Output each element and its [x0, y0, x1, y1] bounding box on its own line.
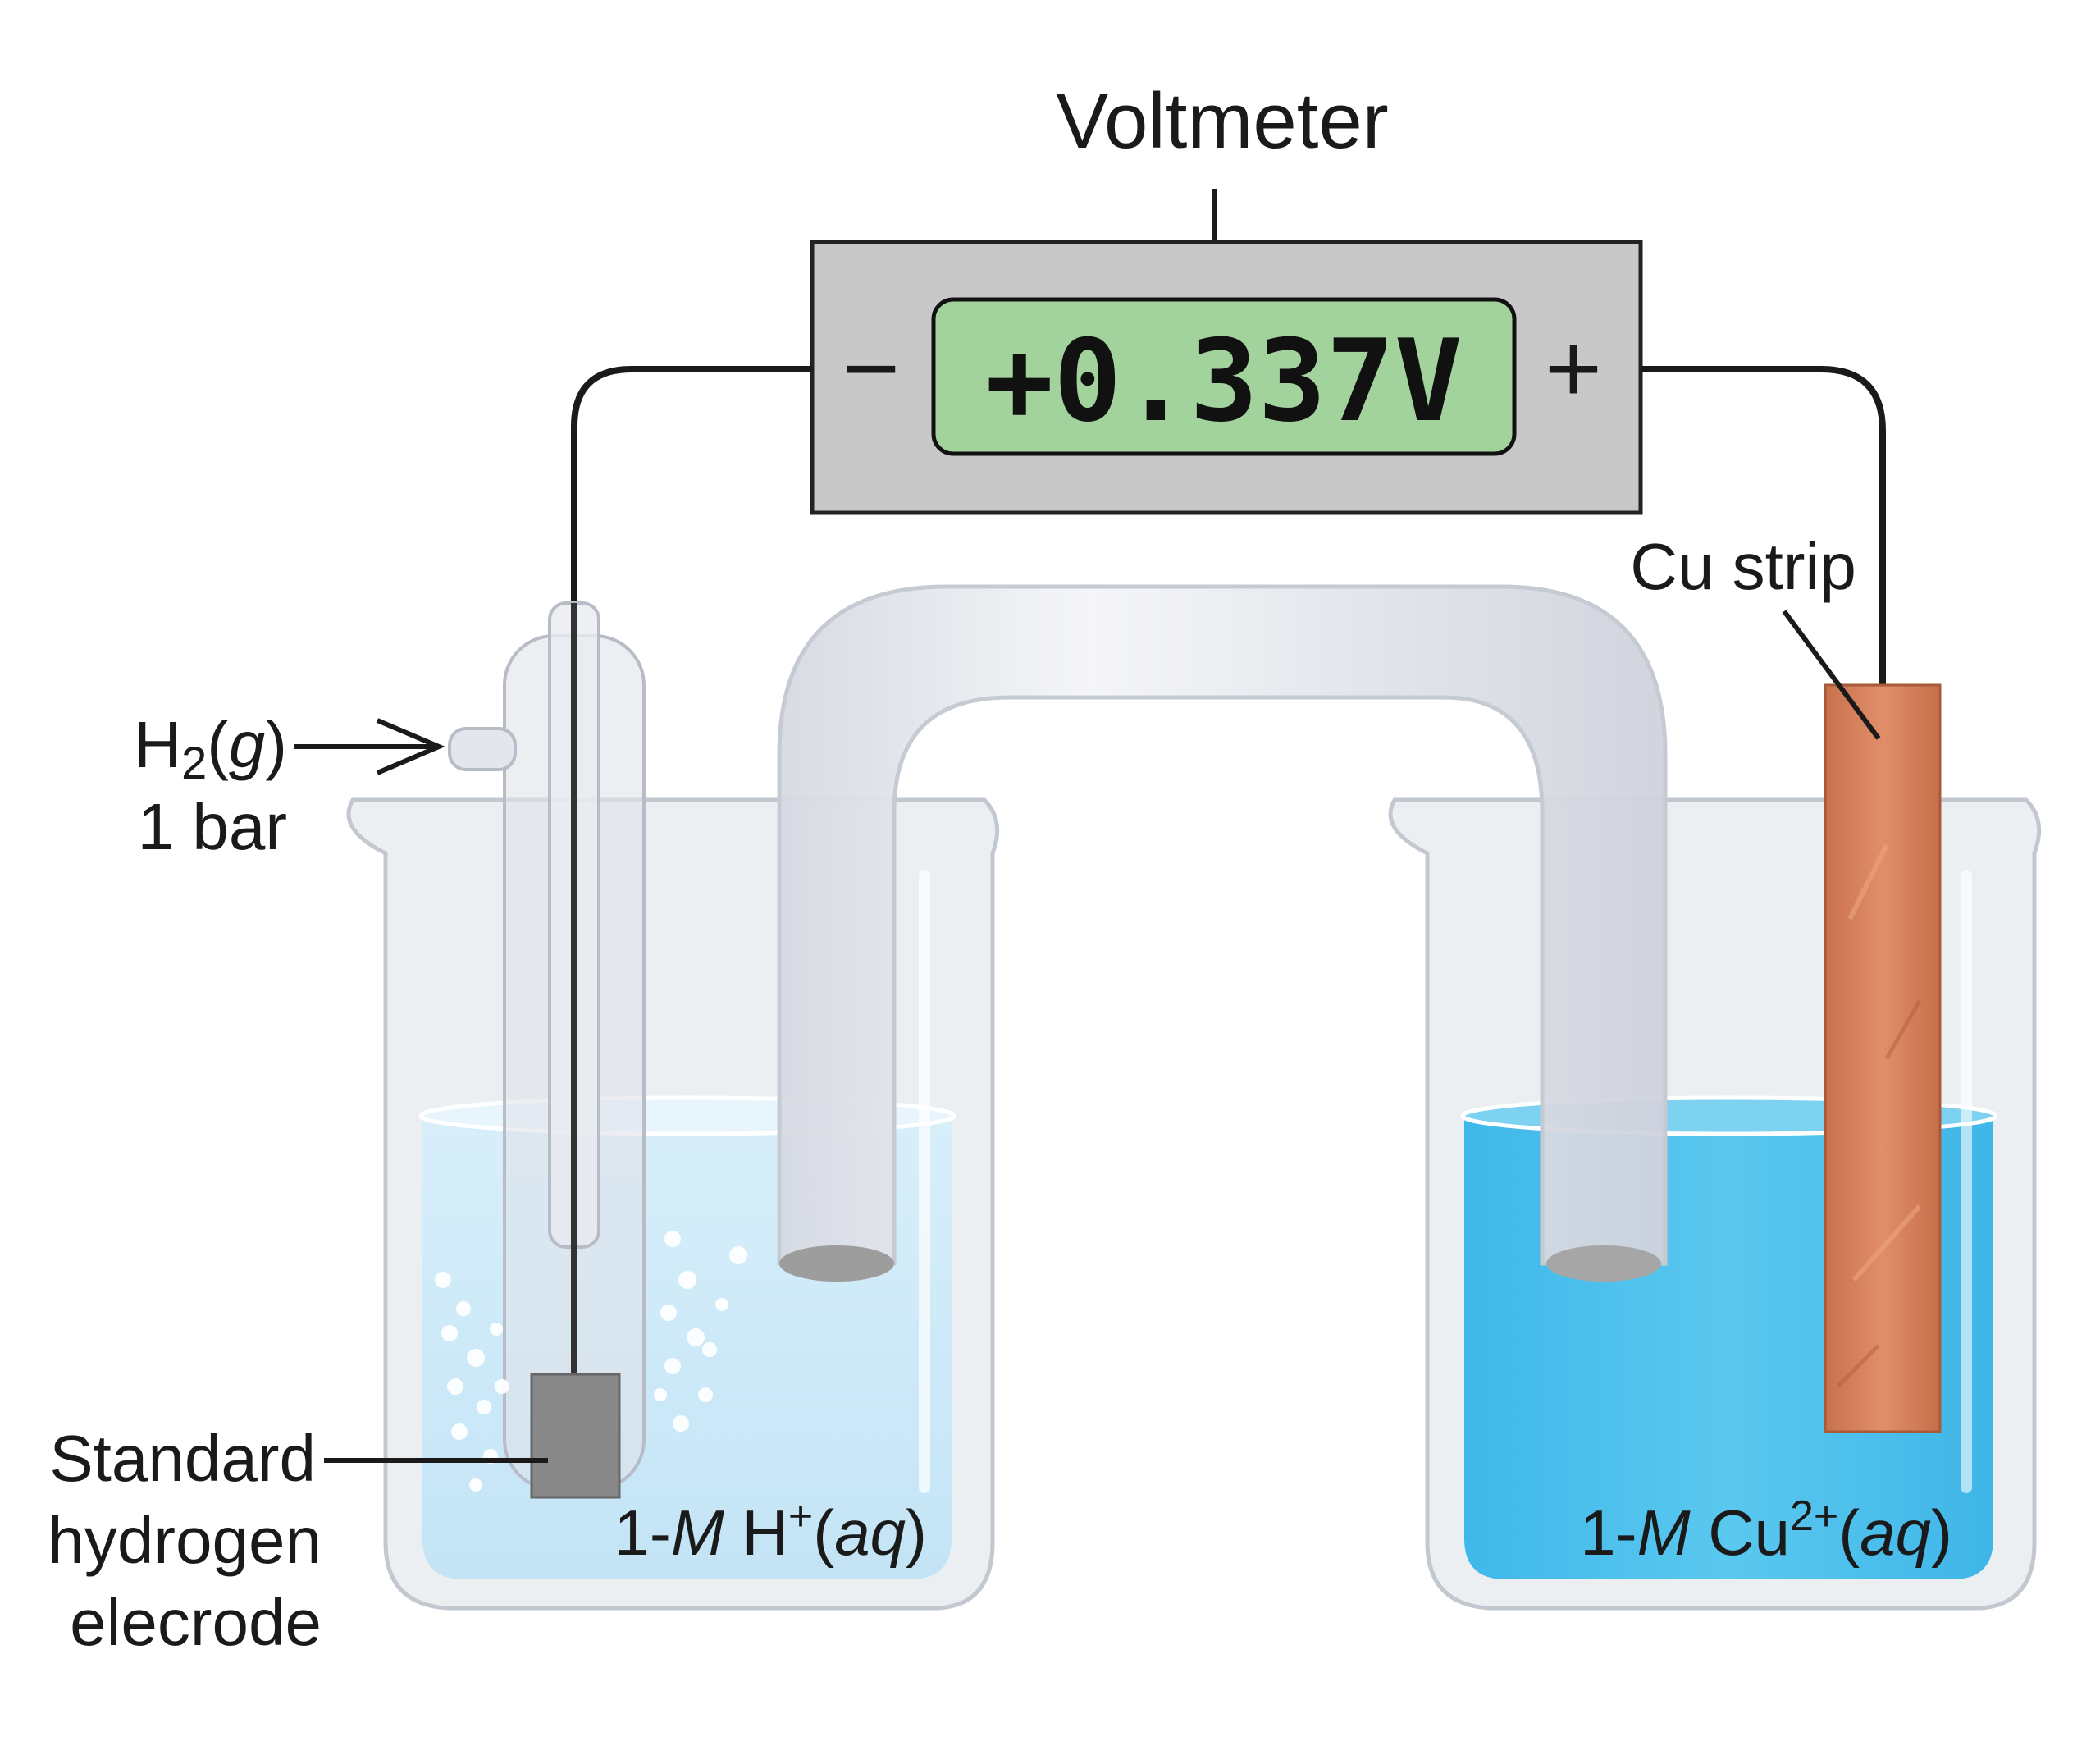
copper-strip-texture-2 [1851, 1204, 1922, 1282]
h2-subscript: 2 [181, 737, 207, 788]
voltmeter-display [931, 297, 1517, 456]
left-beaker-highlight [919, 870, 930, 1493]
copper-strip-texture-3 [1884, 999, 1922, 1060]
salt-bridge [777, 584, 1668, 1266]
copper-strip [1824, 683, 1942, 1433]
right-sol-paren-open: ( [1838, 1497, 1860, 1569]
she-gas-inlet [448, 727, 517, 771]
right-sol-molarity: M [1637, 1497, 1691, 1569]
right-sol-paren-close: ) [1931, 1497, 1952, 1569]
wire-left [571, 366, 812, 1399]
she-label-line3: elecrode [70, 1586, 322, 1659]
left-sol-molarity: M [671, 1497, 724, 1569]
she-platinum-plate [530, 1373, 621, 1499]
h2-inlet-arrowhead [376, 718, 445, 775]
right-sol-phase: aq [1860, 1497, 1931, 1569]
h2-paren-close: ) [265, 708, 287, 781]
h2-paren-open: ( [207, 708, 229, 781]
negative-terminal-sign: − [842, 313, 900, 423]
right-sol-prefix: 1- [1580, 1497, 1637, 1569]
hydrogen-electrode [448, 601, 646, 1499]
salt-bridge-plug-right [1546, 1245, 1661, 1282]
h2-gas-label: H2(g) [134, 708, 287, 788]
right-sol-ion: Cu [1691, 1497, 1790, 1569]
right-beaker-highlight [1961, 870, 1972, 1493]
cu-strip-leader [1782, 610, 1881, 740]
she-label-line1: Standard [49, 1422, 316, 1495]
wire-right [1641, 366, 1886, 685]
left-beaker [346, 797, 1000, 1611]
right-beaker [1388, 797, 2042, 1611]
left-sol-phase: aq [834, 1497, 906, 1569]
left-sol-charge: + [788, 1492, 813, 1540]
left-sol-paren-close: ) [906, 1497, 927, 1569]
left-sol-prefix: 1- [614, 1497, 671, 1569]
positive-terminal-sign: + [1545, 313, 1602, 423]
copper-strip-texture-1 [1847, 843, 1889, 921]
voltmeter-label: Voltmeter [1056, 77, 1389, 165]
left-solution-label: 1-M H+(aq) [614, 1492, 927, 1569]
cu-strip-label: Cu strip [1630, 530, 1856, 603]
she-label-line2: hydrogen [48, 1504, 322, 1577]
left-sol-ion: H [724, 1497, 788, 1569]
hydrogen-bubbles [435, 1231, 747, 1492]
salt-bridge-plug-left [779, 1245, 894, 1282]
h2-phase: g [229, 708, 266, 781]
h2-pressure-label: 1 bar [138, 790, 287, 863]
copper-strip-texture-4 [1836, 1344, 1880, 1388]
right-solution-label: 1-M Cu2+(aq) [1580, 1492, 1952, 1569]
voltmeter-reading: +0.337V [985, 315, 1463, 447]
right-sol-charge: 2+ [1790, 1492, 1838, 1540]
left-sol-paren-open: ( [813, 1497, 834, 1569]
h2-formula: H [134, 708, 181, 781]
